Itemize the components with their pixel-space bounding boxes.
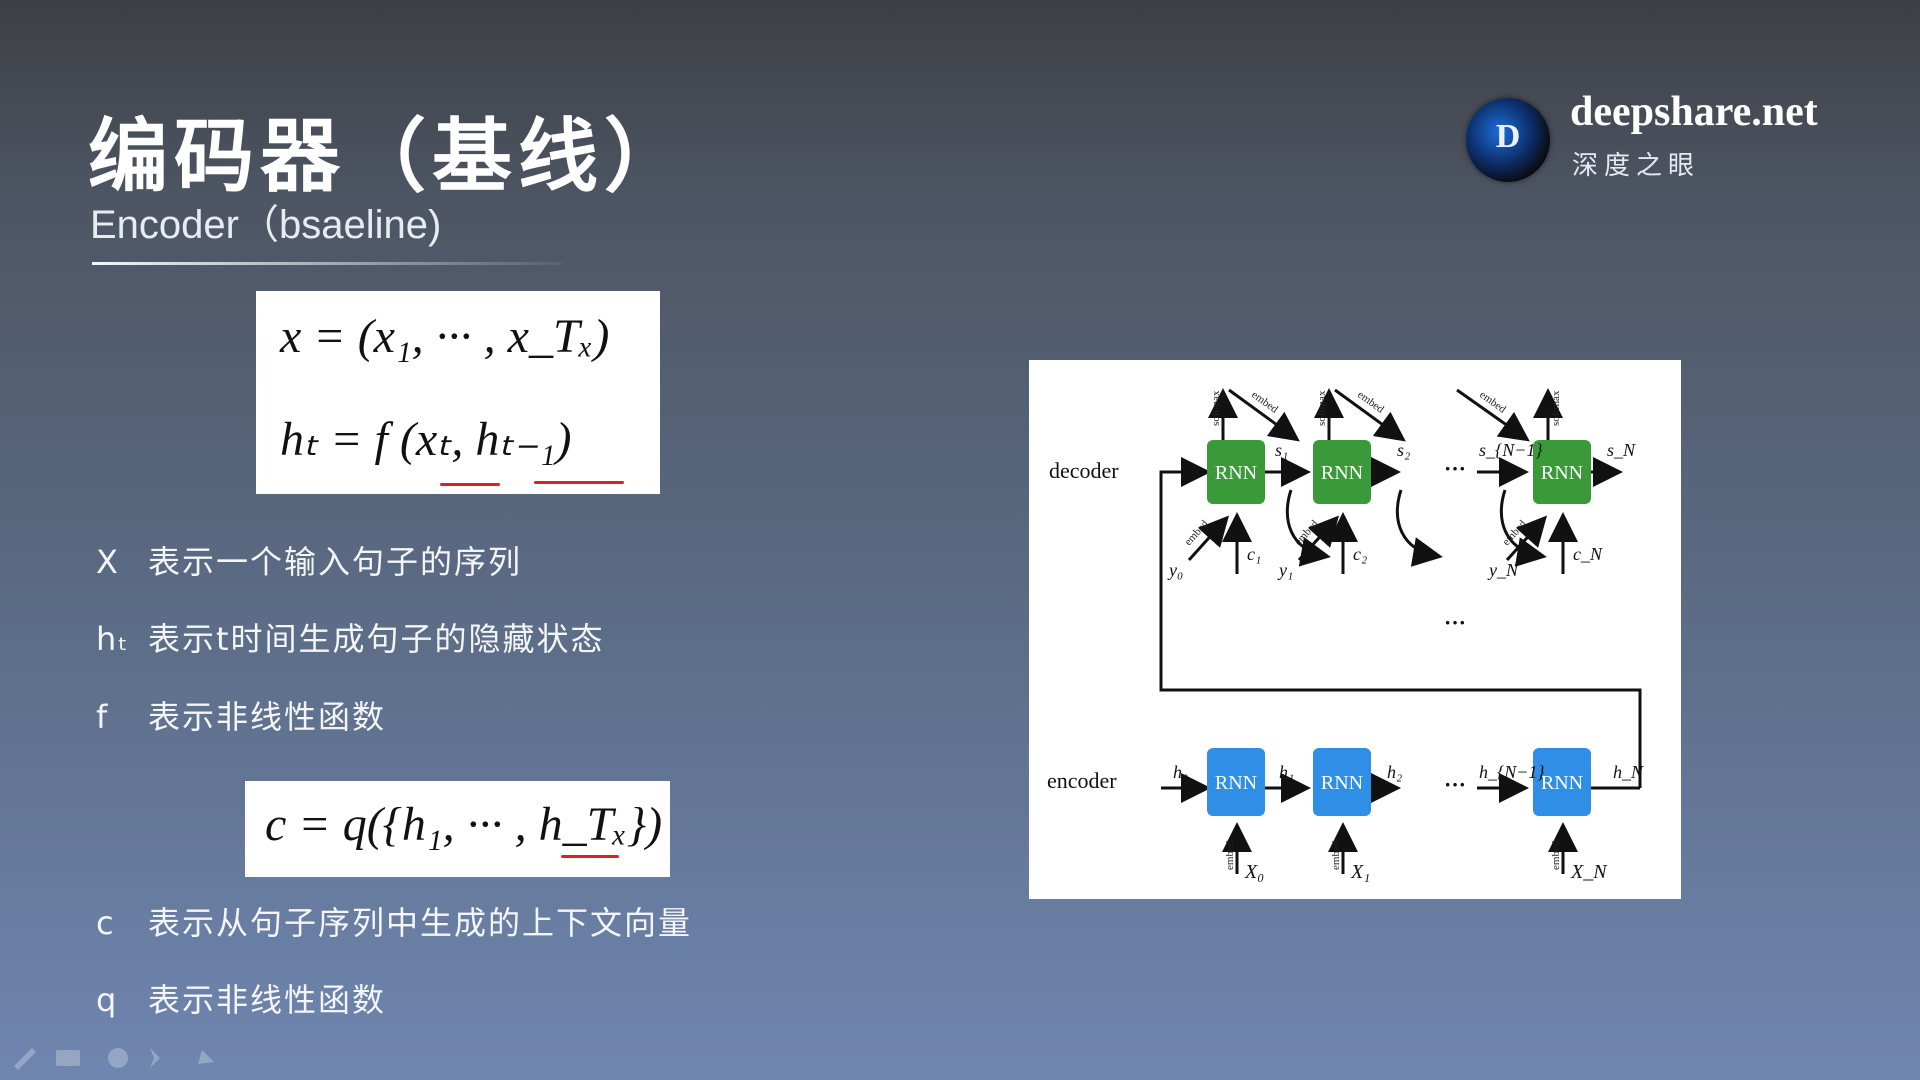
embed-label: embed (1477, 389, 1508, 416)
decoder-rnn-node (1533, 440, 1591, 504)
decoder-state-label: s₂ (1397, 440, 1410, 460)
description-text: 表示一个输入句子的序列 (148, 543, 523, 581)
embed-label: embed (1182, 518, 1211, 548)
context-feedback-line (1159, 457, 1642, 788)
rnn-node-label: RNN (1541, 462, 1583, 484)
rnn-node-label: RNN (1321, 772, 1363, 794)
description-key: q (96, 981, 119, 1019)
encoder-state-label: h_{N−1} (1479, 762, 1545, 782)
decoder-rnn-node (1313, 440, 1371, 504)
encoder-rnn-node (1207, 748, 1265, 816)
description-row: X 表示一个输入句子的序列 (96, 537, 522, 583)
logo-letter: D (1495, 118, 1521, 155)
embed-arrow (1187, 515, 1230, 562)
softmax-label: softmax (1210, 390, 1222, 426)
middle-ellipsis: ··· (1444, 610, 1466, 635)
deepshare-logo-icon: D (1466, 98, 1550, 182)
encoder-state-label: h₁ (1279, 762, 1294, 782)
diagram-svg: decoder encoder (1047, 388, 1644, 883)
underline-mark (534, 481, 624, 484)
description-row: hₜ 表示t时间生成句子的隐藏状态 (96, 614, 605, 660)
embed-arrow (1334, 388, 1406, 442)
context-label: c₂ (1353, 544, 1367, 564)
slide-subtitle: Encoder（bsaeline) (90, 203, 442, 247)
decoder-input-label: y_N (1487, 560, 1519, 580)
formula-h-definition: hₜ = f (xₜ, hₜ₋₁) (280, 413, 572, 466)
rnn-node-label: RNN (1215, 772, 1257, 794)
output-feedback-arrow (1499, 489, 1547, 567)
underline-mark (561, 855, 619, 858)
description-key: X (96, 543, 120, 581)
underline-mark (440, 483, 500, 486)
encoder-rnn-node (1313, 748, 1371, 816)
description-row: q 表示非线性函数 (96, 975, 386, 1021)
encoder-state-label: h₂ (1387, 762, 1402, 782)
description-key: c (96, 904, 116, 942)
slides-icon[interactable] (56, 1050, 80, 1066)
formula-c-definition: c = q({h₁, ··· , h_Tₓ}) (265, 798, 663, 851)
formula-box-encoder: x = (x₁, ··· , x_Tₓ) hₜ = f (xₜ, hₜ₋₁) (256, 291, 660, 494)
slide-title: 编码器（基线） (88, 110, 690, 203)
encoder-ellipsis: ··· (1444, 772, 1466, 797)
description-key: f (96, 698, 110, 736)
description-text: 表示非线性函数 (148, 698, 387, 736)
pen-icon[interactable] (14, 1048, 36, 1070)
encoder-input-label: X₀ (1244, 861, 1264, 883)
description-text: 表示从句子序列中生成的上下文向量 (148, 904, 693, 942)
rnn-node-label: RNN (1215, 462, 1257, 484)
decoder-input-label: y₁ (1277, 560, 1293, 580)
decoder-rnn-node (1207, 440, 1265, 504)
context-label: c_N (1573, 544, 1603, 564)
formula-x-definition: x = (x₁, ··· , x_Tₓ) (280, 310, 610, 363)
rnn-node-label: RNN (1541, 772, 1583, 794)
output-feedback-arrow (1395, 489, 1443, 567)
embed-label: embed (1550, 840, 1562, 870)
softmax-label: softmax (1550, 390, 1562, 426)
search-icon[interactable] (108, 1048, 128, 1068)
decoder-label: decoder (1049, 458, 1119, 483)
seq2seq-diagram: decoder encoder (1029, 360, 1681, 899)
decoder-state-label: s₁ (1275, 440, 1288, 460)
encoder-input-label: X_N (1570, 861, 1608, 883)
context-label: c₁ (1247, 544, 1261, 564)
embed-arrow (1456, 388, 1530, 442)
embed-label: embed (1330, 840, 1342, 870)
decoder-state-label: s_{N−1} (1479, 440, 1543, 460)
brand-name: deepshare.net (1570, 89, 1818, 135)
presentation-toolbar[interactable] (10, 1040, 230, 1070)
description-text: 表示非线性函数 (148, 981, 387, 1019)
encoder-rnn-node (1533, 748, 1591, 816)
encoder-input-label: X₁ (1350, 861, 1370, 883)
decoder-state-label: s_N (1607, 440, 1636, 460)
embed-label: embed (1249, 389, 1280, 416)
decoder-input-label: y₀ (1167, 560, 1183, 580)
pointer-icon[interactable] (198, 1050, 214, 1064)
embed-arrow (1228, 388, 1300, 442)
rnn-node-label: RNN (1321, 462, 1363, 484)
decoder-ellipsis: ··· (1444, 456, 1466, 481)
output-feedback-arrow (1285, 489, 1331, 567)
description-text: 表示t时间生成句子的隐藏状态 (148, 620, 605, 658)
description-row: c 表示从句子序列中生成的上下文向量 (96, 898, 692, 944)
encoder-label: encoder (1047, 768, 1117, 793)
encoder-state-label: h_N (1613, 762, 1644, 782)
softmax-label: softmax (1316, 390, 1328, 426)
formula-box-context: c = q({h₁, ··· , h_Tₓ}) (245, 781, 670, 877)
next-icon[interactable] (150, 1048, 160, 1068)
brand-tagline: 深度之眼 (1572, 151, 1701, 181)
embed-label: embed (1224, 840, 1236, 870)
encoder-state-label: h₀ (1173, 762, 1188, 782)
description-key: hₜ (96, 620, 130, 658)
title-divider (92, 262, 562, 265)
embed-label: embed (1292, 518, 1321, 548)
embed-label: embed (1355, 389, 1386, 416)
description-row: f 表示非线性函数 (96, 692, 386, 738)
